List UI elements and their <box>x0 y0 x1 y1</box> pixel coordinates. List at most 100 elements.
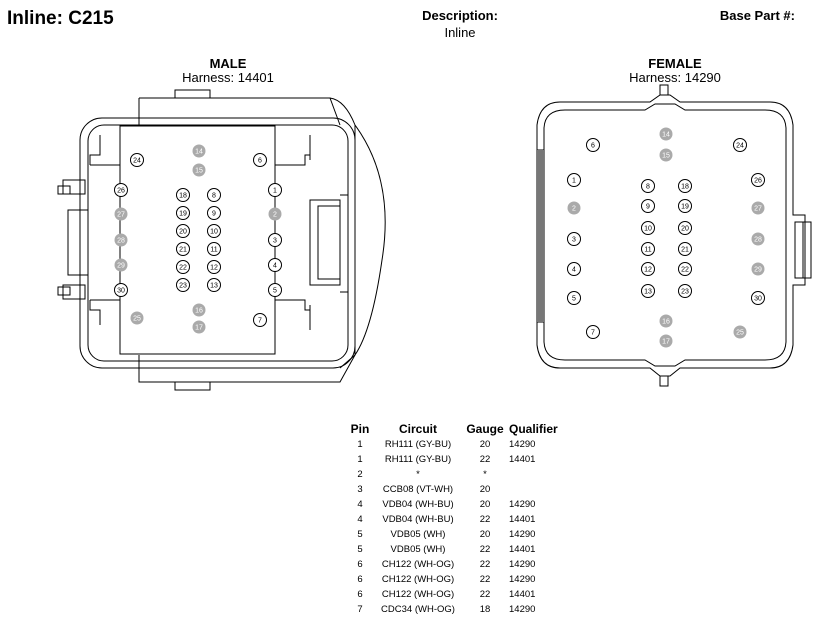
female-cavity-circle <box>641 199 655 213</box>
male-cavity-number: 9 <box>212 211 216 218</box>
female-cavity-circle <box>751 291 765 305</box>
male-cavity-number: 8 <box>212 193 216 200</box>
female-cavity-number: 21 <box>681 247 689 254</box>
male-cavity-24: 24 <box>130 153 144 167</box>
female-cavity-number: 8 <box>646 184 650 191</box>
circuit-cell: CH122 (WH-OG) <box>381 589 455 600</box>
male-cavity-25: 25 <box>130 311 144 325</box>
gauge-cell: 18 <box>479 604 491 615</box>
male-cavity-4: 4 <box>268 258 282 272</box>
female-cavity-circle <box>659 314 673 328</box>
female-cavity-9: 9 <box>641 199 655 213</box>
male-cavity-circle <box>176 278 190 292</box>
gauge-column-header: Gauge <box>466 422 504 436</box>
male-cavity-circle <box>192 163 206 177</box>
pin-table-row: 2** <box>345 467 565 482</box>
male-cavity-number: 27 <box>117 212 125 219</box>
female-cavity-number: 9 <box>646 204 650 211</box>
female-cavity-number: 10 <box>644 226 652 233</box>
female-cavity-14: 14 <box>659 127 673 141</box>
male-cavity-number: 14 <box>195 149 203 156</box>
female-cavity-number: 16 <box>662 319 670 326</box>
female-cavity-26: 26 <box>751 173 765 187</box>
female-cavity-number: 3 <box>572 237 576 244</box>
male-cavity-circle <box>207 260 221 274</box>
male-cavity-number: 13 <box>210 283 218 290</box>
gauge-cell: 20 <box>479 484 491 495</box>
female-cavity-25: 25 <box>733 325 747 339</box>
male-cavity-29: 29 <box>114 258 128 272</box>
female-cavity-circle <box>567 173 581 187</box>
female-cavity-circle <box>567 262 581 276</box>
male-cavity-circle <box>114 233 128 247</box>
female-cavity-circle <box>641 221 655 235</box>
gauge-cell: 20 <box>479 529 491 540</box>
male-cavity-number: 11 <box>210 247 217 254</box>
female-cavity-circle <box>659 127 673 141</box>
female-cavity-circle <box>733 138 747 152</box>
male-cavity-28: 28 <box>114 233 128 247</box>
gauge-cell: 22 <box>479 454 491 465</box>
male-cavity-circle <box>268 283 282 297</box>
pin-cell: 7 <box>357 604 363 615</box>
male-cavity-number: 25 <box>133 316 141 323</box>
male-label: MALE <box>209 56 247 71</box>
female-cavity-5: 5 <box>567 291 581 305</box>
female-cavity-number: 7 <box>591 330 595 337</box>
pin-cell: 4 <box>357 514 363 525</box>
pin-cell: 5 <box>357 529 363 540</box>
male-cavity-16: 16 <box>192 303 206 317</box>
qualifier-cell <box>509 467 565 482</box>
male-cavity-circle <box>268 183 282 197</box>
female-cavity-29: 29 <box>751 262 765 276</box>
qualifier-cell: 14290 <box>509 574 536 585</box>
circuit-cell: RH111 (GY-BU) <box>384 454 452 465</box>
male-cavity-circle <box>207 188 221 202</box>
female-cavity-6: 6 <box>586 138 600 152</box>
female-harness: Harness: 14290 <box>629 70 721 85</box>
male-cavity-circle <box>114 183 128 197</box>
female-cavity-27: 27 <box>751 201 765 215</box>
female-cavity-circle <box>751 262 765 276</box>
female-cavity-number: 18 <box>681 184 689 191</box>
gauge-cell: 22 <box>479 514 491 525</box>
male-cavity-number: 12 <box>210 265 218 272</box>
female-cavity-number: 27 <box>754 206 762 213</box>
pin-cell: 6 <box>357 559 363 570</box>
female-cavity-30: 30 <box>751 291 765 305</box>
female-cavity-number: 15 <box>662 153 670 160</box>
male-cavity-circle <box>207 242 221 256</box>
male-cavity-circle <box>114 258 128 272</box>
male-cavity-number: 5 <box>273 288 277 295</box>
female-cavity-2: 2 <box>567 201 581 215</box>
male-harness: Harness: 14401 <box>182 70 274 85</box>
male-cavity-circle <box>192 320 206 334</box>
circuit-cell: CH122 (WH-OG) <box>381 559 455 570</box>
pin-cell: 6 <box>357 589 363 600</box>
female-cavity-circle <box>678 221 692 235</box>
male-cavity-circle <box>176 260 190 274</box>
pin-cell: 2 <box>357 469 363 480</box>
male-cavity-circle <box>114 283 128 297</box>
female-cavity-circle <box>751 173 765 187</box>
male-cavity-5: 5 <box>268 283 282 297</box>
male-cavity-7: 7 <box>253 313 267 327</box>
female-cavity-number: 22 <box>681 267 689 274</box>
female-cavity-number: 23 <box>681 289 689 296</box>
male-cavity-number: 19 <box>179 211 187 218</box>
male-cavity-number: 30 <box>117 288 125 295</box>
female-cavity-number: 6 <box>591 143 595 150</box>
male-cavity-number: 6 <box>258 158 262 165</box>
pin-cell: 6 <box>357 574 363 585</box>
female-cavity-3: 3 <box>567 232 581 246</box>
female-cavity-circle <box>641 284 655 298</box>
female-cavity-23: 23 <box>678 284 692 298</box>
female-cavity-28: 28 <box>751 232 765 246</box>
